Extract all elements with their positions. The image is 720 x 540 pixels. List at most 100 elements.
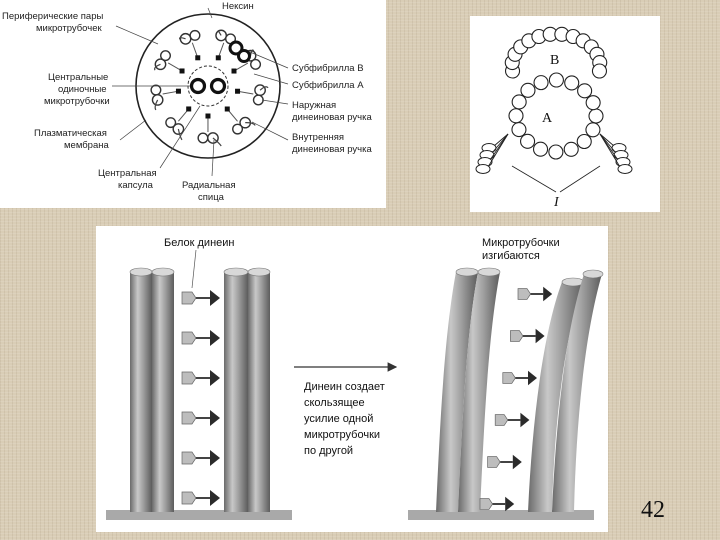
dynein-motor — [181, 490, 220, 506]
tubulin-subunit — [591, 63, 608, 79]
spoke-head — [195, 55, 201, 61]
label-plasma-membrane-2: мембрана — [64, 140, 109, 151]
spoke-head — [175, 88, 181, 94]
dynein-motor — [510, 328, 545, 344]
bent-microtubules — [436, 267, 604, 512]
tubulin-subunit — [548, 72, 564, 88]
tubulin-subunit — [563, 141, 579, 157]
label-subfibril-a: Субфибрилла А — [292, 80, 364, 91]
dynein-motor — [502, 370, 537, 386]
tubulin-subunit — [533, 75, 549, 91]
arms-leader-left — [511, 165, 557, 193]
label-central-single-3: микротрубочки — [44, 96, 110, 107]
spoke-head — [224, 106, 230, 112]
doublet-diagram: B A I — [475, 26, 633, 210]
tubulin-subunit — [564, 75, 580, 91]
doublet-microtubule-panel: B A I — [470, 16, 660, 212]
dynein-sliding-diagram: Белок динеин Микротрубочки изгибаются Ди… — [106, 237, 604, 520]
peripheral-doublet — [197, 132, 222, 147]
tubulin-subunit — [532, 141, 549, 157]
label-plasma-membrane-1: Плазматическая — [34, 128, 107, 139]
dynein-motor — [181, 410, 220, 426]
dynein-head — [617, 164, 633, 174]
caption-line-5: по другой — [304, 445, 353, 457]
dynein-motor — [479, 496, 515, 512]
dynein-motor — [494, 412, 530, 428]
dynein-sliding-panel: Белок динеин Микротрубочки изгибаются Ди… — [96, 226, 608, 532]
radial-spoke — [191, 42, 199, 58]
tubulin-subunit — [520, 82, 536, 98]
label-a: A — [542, 111, 553, 126]
peripheral-doublet — [154, 50, 171, 71]
label-peripheral-pairs-2: микротрубочек — [36, 23, 102, 34]
spoke-head — [186, 106, 192, 112]
subfibril-b-ring — [504, 26, 608, 79]
base-plate-right — [408, 510, 594, 520]
tubulin-subunit — [585, 122, 601, 138]
label-bend-1: Микротрубочки — [482, 237, 560, 249]
spoke-head — [231, 68, 237, 74]
bent-microtubule-1 — [436, 272, 478, 512]
base-plate-left — [106, 510, 292, 520]
microtubule-left-2 — [152, 272, 174, 512]
label-bend-2: изгибаются — [482, 250, 540, 262]
leader-lines — [112, 7, 289, 177]
dynein-arms — [475, 133, 633, 174]
arms-leader-right — [559, 165, 601, 193]
straight-microtubules — [129, 267, 271, 512]
bent-microtubule-2 — [458, 272, 500, 512]
spoke-head — [235, 88, 241, 94]
label-radial-spoke-2: спица — [198, 192, 225, 203]
peripheral-doublet — [150, 84, 164, 111]
label-outer-dynein-1: Наружная — [292, 100, 336, 111]
label-inner-dynein-1: Внутренняя — [292, 132, 344, 143]
label-arms: I — [553, 195, 560, 210]
label-b: B — [550, 53, 559, 68]
dynein-motor — [181, 290, 220, 306]
radial-spoke — [217, 42, 225, 58]
radial-spoke — [237, 90, 254, 95]
central-microtubule-right — [209, 77, 227, 95]
caption-line-2: скользящее — [304, 397, 365, 409]
label-central-capsule-1: Центральная — [98, 168, 157, 179]
tubulin-subunit — [511, 94, 527, 110]
dynein-motor — [181, 330, 220, 346]
caption-line-3: усилие одной — [304, 413, 373, 425]
label-dynein-protein: Белок динеин — [164, 237, 234, 249]
tubulin-subunit — [548, 144, 564, 160]
peripheral-doublet — [165, 117, 185, 141]
peripheral-doublet — [232, 116, 256, 135]
label-peripheral-pairs-1: Периферические пары — [2, 11, 103, 22]
bent-microtubule-4 — [552, 274, 602, 512]
tubulin-subunit — [588, 108, 604, 124]
dynein-motor — [517, 286, 553, 302]
tubulin-subunit — [577, 83, 593, 99]
subfibril-a-ring — [508, 72, 604, 160]
tubulin-subunit — [520, 133, 536, 149]
dynein-motors-left — [181, 290, 220, 506]
axoneme-diagram: Периферические пары микротрубочек Нексин… — [2, 1, 372, 203]
tubulin-subunit — [508, 108, 524, 124]
label-central-capsule-2: капсула — [118, 180, 154, 191]
highlighted-subfibril-a — [228, 40, 244, 56]
central-microtubule-left — [189, 77, 207, 95]
microtubule-left-3 — [224, 272, 248, 512]
spoke-head — [215, 55, 221, 61]
microtubule-left-4 — [248, 272, 270, 512]
peripheral-doublet — [178, 29, 201, 45]
spoke-head — [179, 68, 185, 74]
highlighted-subfibril-b — [237, 49, 251, 63]
tubulin-subunit — [576, 133, 592, 150]
label-central-single-1: Центральные — [48, 72, 108, 83]
peripheral-doublet — [215, 29, 237, 45]
label-subfibril-b: Субфибрилла В — [292, 63, 364, 74]
spoke-head — [205, 113, 211, 119]
peripheral-doublet — [252, 84, 269, 106]
label-inner-dynein-2: динеиновая ручка — [292, 144, 372, 155]
dynein-protein-leader — [191, 249, 197, 289]
caption: Динеин создает скользящее усилие одной м… — [304, 381, 385, 457]
caption-line-1: Динеин создает — [304, 381, 385, 393]
radial-spoke — [162, 90, 179, 95]
microtubule-left-1 — [130, 272, 152, 512]
peripheral-doublets — [150, 29, 269, 147]
